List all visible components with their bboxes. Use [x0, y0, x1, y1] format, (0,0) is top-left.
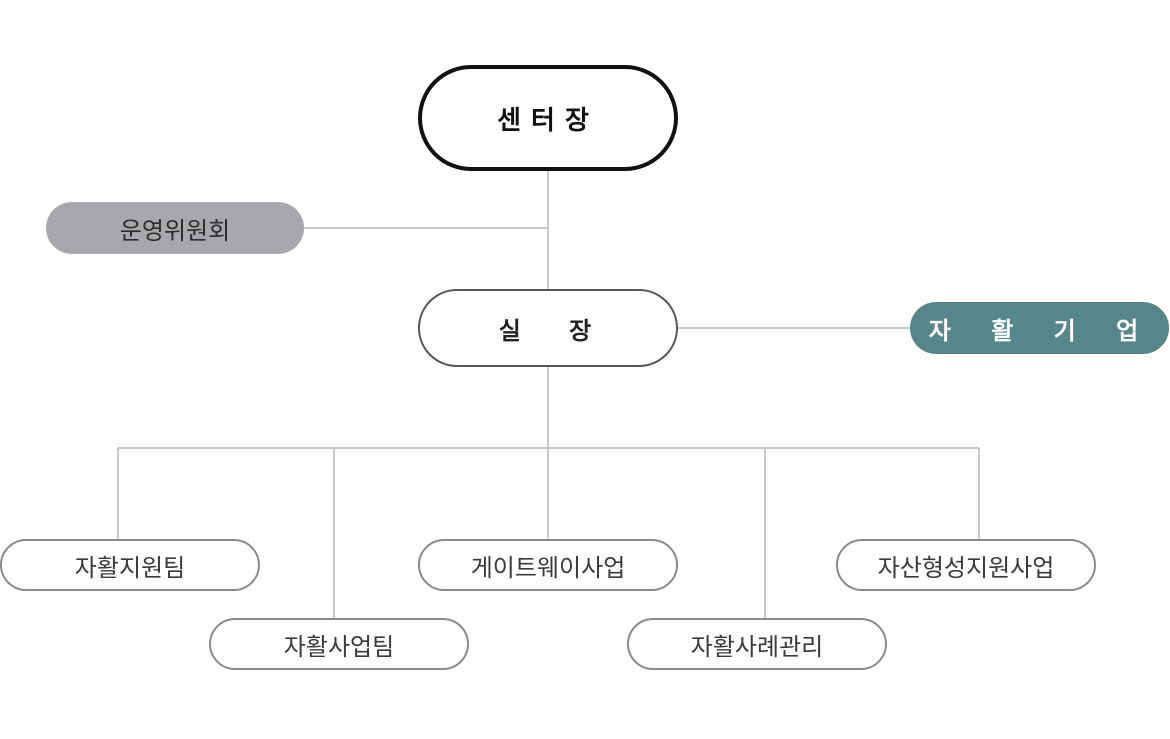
office-chief-node: 실 장: [418, 289, 678, 367]
team-node-asset-building-project: 자산형성지원사업: [836, 539, 1096, 591]
team-node-self-support-team: 자활지원팀: [0, 539, 260, 591]
operating-committee-node: 운영위원회: [46, 202, 304, 254]
self-support-enterprise-node: 자 활 기 업: [910, 302, 1169, 354]
team-node-self-support-project-team: 자활사업팀: [209, 618, 469, 670]
team-node-gateway-project: 게이트웨이사업: [418, 539, 678, 591]
team-node-case-management: 자활사례관리: [627, 618, 887, 670]
center-director-node: 센터장: [418, 65, 678, 171]
